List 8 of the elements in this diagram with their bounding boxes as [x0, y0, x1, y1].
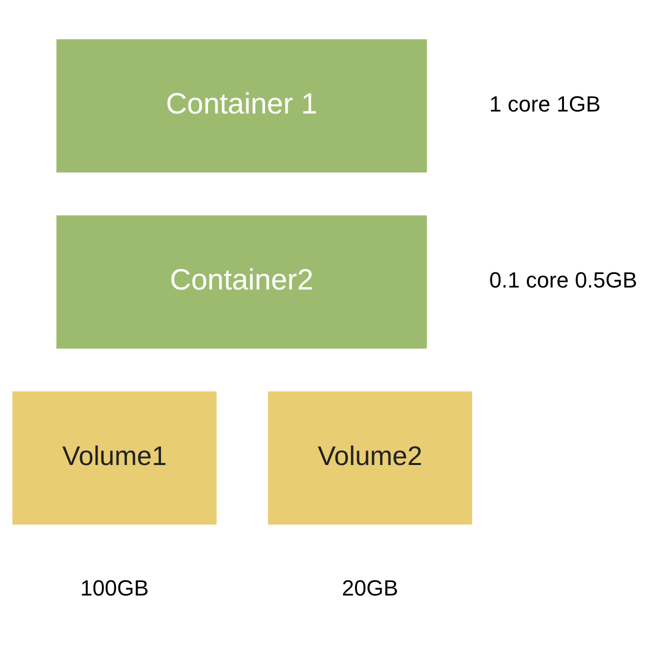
node-label: 1 core 1GB — [489, 91, 601, 116]
node-box: Container 1 — [56, 39, 427, 173]
node-box: Volume1 — [12, 391, 217, 525]
node-label: 0.1 core 0.5GB — [489, 267, 638, 292]
node-box: Container2 — [56, 215, 427, 349]
node-box: Volume2 — [268, 391, 472, 525]
node-label: 20GB — [342, 575, 398, 600]
node-label: 100GB — [80, 575, 149, 600]
